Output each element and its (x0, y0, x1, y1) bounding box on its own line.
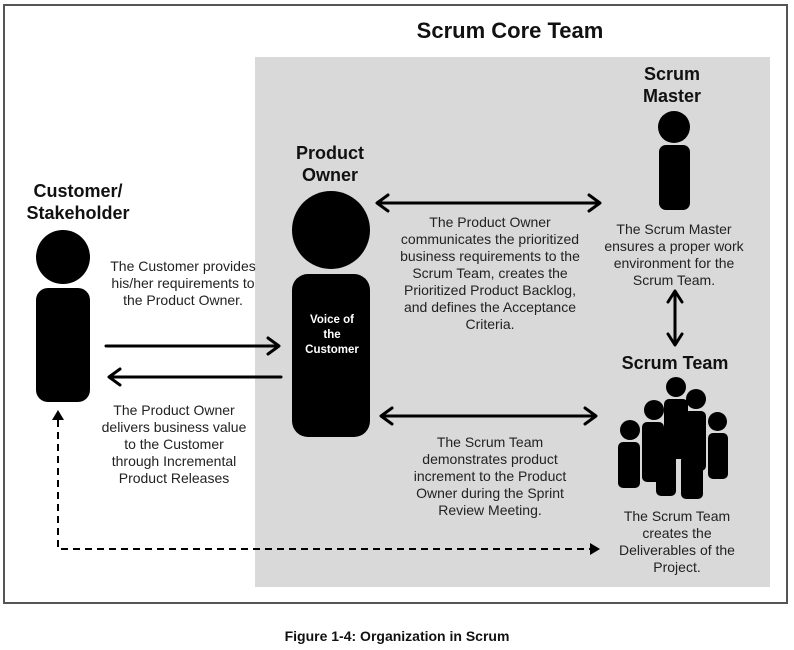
customer-to-po-description: The Customer provides his/her requiremen… (110, 258, 256, 308)
po-to-customer-description: The Product Owner delivers business valu… (101, 402, 247, 486)
customer-head-icon (36, 230, 90, 284)
product-owner-head-icon (292, 191, 370, 269)
delivery-dashed-arrow (57, 420, 592, 550)
figure-caption: Figure 1-4: Organization in Scrum (284, 628, 510, 644)
dashed-arrow-head-up (52, 410, 64, 420)
diagram-title: Scrum Core Team (416, 18, 604, 43)
po-to-customer-arrow (107, 367, 283, 387)
po-scrum-team-arrow (379, 406, 598, 426)
customer-to-po-arrow (104, 336, 281, 356)
scrum-team-label: Scrum Team (621, 353, 729, 373)
master-team-arrow (666, 289, 684, 347)
customer-label: Customer/ Stakeholder (26, 181, 130, 223)
customer-body-icon (36, 288, 90, 402)
dashed-arrow-head-right (590, 543, 600, 555)
product-owner-body-icon (292, 274, 370, 437)
product-owner-label: Product Owner (295, 143, 364, 185)
scrum-master-label: Scrum Master (642, 64, 702, 106)
scrum-team-description: The Scrum Team creates the Deliverables … (619, 508, 735, 575)
po-to-team-description: The Product Owner communicates the prior… (400, 214, 580, 332)
scrum-master-head-icon (658, 111, 690, 143)
team-to-po-description: The Scrum Team demonstrates product incr… (413, 434, 567, 518)
po-scrum-master-arrow (375, 193, 602, 213)
scrum-master-body-icon (659, 145, 690, 210)
voice-of-customer-label: Voice of the Customer (305, 314, 359, 356)
scrum-master-description: The Scrum Master ensures a proper work e… (604, 221, 744, 288)
